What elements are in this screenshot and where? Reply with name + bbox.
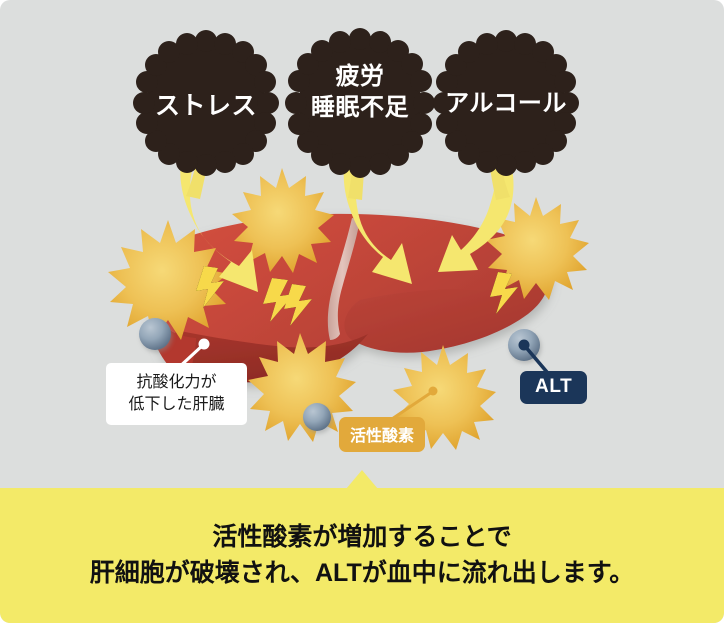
callout-alt-label: ALT <box>535 376 573 397</box>
caption-line-2: 肝細胞が破壊され、ALTが血中に流れ出します。 <box>89 558 635 587</box>
falciform-ligament <box>327 218 360 340</box>
caption-banner: 活性酸素が増加することで 肝細胞が破壊され、ALTが血中に流れ出します。 <box>0 488 724 623</box>
arrow-fatigue <box>343 166 412 284</box>
caption-line-1: 活性酸素が増加することで <box>212 523 512 551</box>
badge-shape-alcohol <box>433 30 579 176</box>
cause-badges <box>133 28 579 200</box>
badge-shape-stress <box>133 30 279 176</box>
callout-alt: ALT <box>520 371 588 404</box>
damage-bolts <box>196 266 518 326</box>
callout-liver-label: 抗酸化力が 低下した肝臓 <box>128 374 225 413</box>
callout-reactive-oxygen-label: 活性酸素 <box>350 428 415 445</box>
caption-notch <box>346 470 378 489</box>
sphere-icon <box>303 403 331 431</box>
leader-dot-alt <box>518 339 530 351</box>
liver-left-wedge <box>148 296 196 380</box>
arrow-stress <box>180 162 258 292</box>
sphere-icon <box>139 318 171 350</box>
callout-reactive-oxygen: 活性酸素 <box>339 417 426 452</box>
leader-dot-ros <box>428 386 438 396</box>
callout-liver: 抗酸化力が 低下した肝臓 <box>106 363 247 426</box>
burst-icon <box>108 220 228 340</box>
leader-dot-liver <box>198 338 210 350</box>
burst-icon <box>232 168 334 273</box>
badge-shape-fatigue <box>285 28 435 178</box>
liver-right-lobe <box>344 266 550 353</box>
